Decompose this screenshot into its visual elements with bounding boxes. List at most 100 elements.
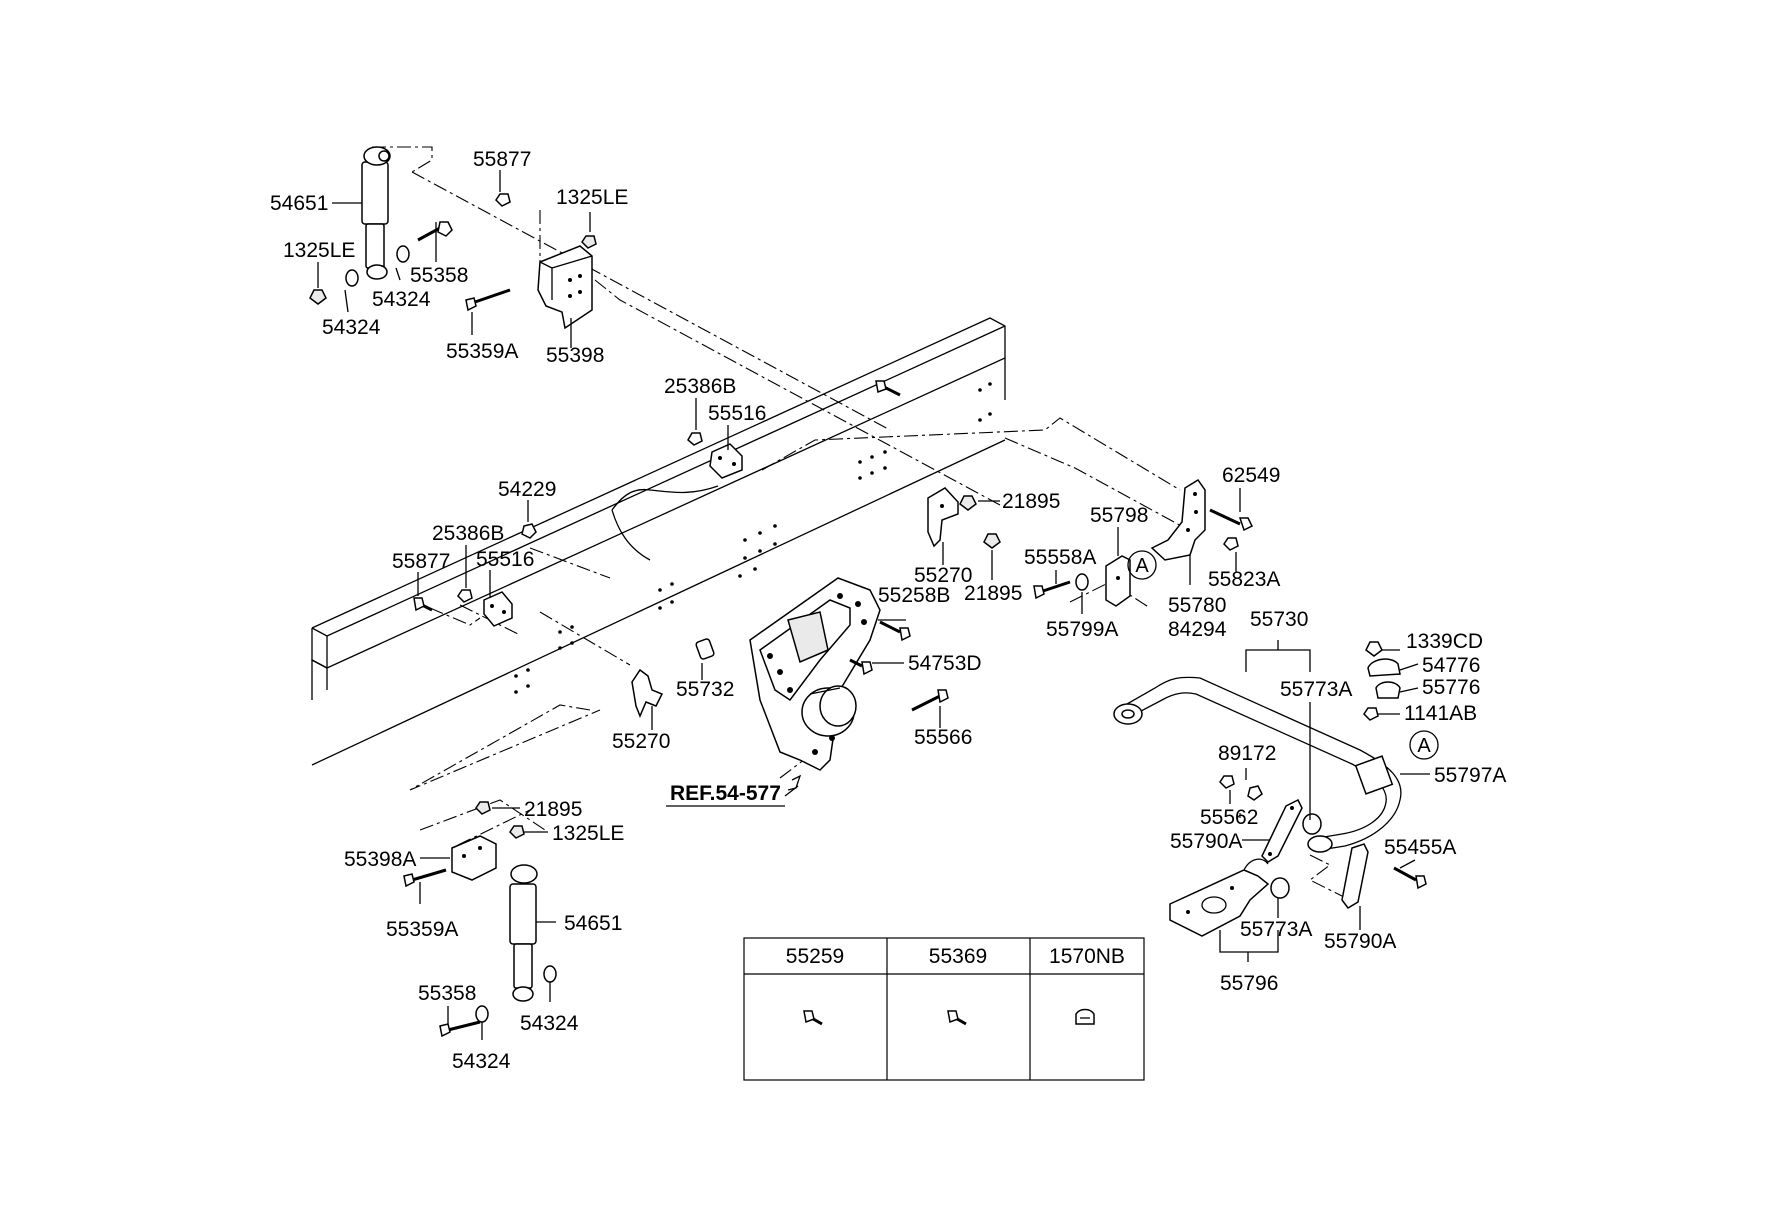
bushing-55732	[695, 638, 715, 660]
frame-rail	[311, 317, 1006, 766]
bracket-55398a	[451, 835, 497, 881]
label-55790a-right: 55790A	[1324, 930, 1396, 953]
nut-1339cd	[1365, 641, 1383, 657]
label-55732: 55732	[676, 678, 734, 701]
bolt-55455a	[1393, 866, 1427, 890]
label-55877-left: 55877	[392, 550, 450, 573]
label-55455a: 55455A	[1384, 836, 1456, 859]
label-55790a-left: 55790A	[1170, 830, 1242, 853]
label-55877-top: 55877	[473, 148, 531, 171]
label-21895-lower: 21895	[524, 798, 582, 821]
label-54324-lower-right: 54324	[520, 1012, 579, 1035]
washers-top	[309, 245, 410, 305]
label-55398: 55398	[546, 344, 604, 367]
nut-1325le-lower	[509, 825, 525, 839]
bolt-55558a	[1033, 580, 1071, 600]
bolt-55359a-lower	[403, 868, 447, 888]
label-55566: 55566	[914, 726, 972, 749]
label-55797a: 55797A	[1434, 764, 1506, 787]
label-55773a-lower: 55773A	[1240, 918, 1312, 941]
nut-1325le-top	[581, 235, 597, 249]
bolt-55358-lower	[439, 1020, 481, 1038]
reference-label: REF.54-577	[670, 782, 781, 805]
label-55258b: 55258B	[878, 584, 950, 607]
label-55270-lower: 55270	[612, 730, 670, 753]
part-labels: 54651 55877 1325LE 1325LE 55358 54324 54…	[270, 148, 1506, 1073]
marker-a-left-text: A	[1135, 555, 1149, 577]
plate-55516-lower	[483, 591, 513, 627]
legend-header-3: 1570NB	[1049, 945, 1125, 968]
label-55776: 55776	[1422, 676, 1480, 699]
label-1141ab: 1141AB	[1404, 702, 1477, 725]
marker-a-right-text: A	[1417, 735, 1431, 757]
label-54753d: 54753D	[908, 652, 982, 675]
bracket-55398-top	[537, 245, 593, 330]
assembly-leader-lines	[372, 146, 1351, 901]
label-25386b-lower: 25386B	[432, 522, 504, 545]
label-55799a: 55799A	[1046, 618, 1118, 641]
spring-hanger-bracket	[749, 577, 881, 771]
label-55359a-lower: 55359A	[386, 918, 458, 941]
nut-21895-upper	[959, 495, 977, 511]
bolt-55358-top	[417, 221, 453, 242]
bolt-1141ab	[1363, 707, 1379, 721]
link-55790a-left	[1261, 798, 1303, 863]
legend-header-1: 55259	[786, 945, 844, 968]
label-55516-lower: 55516	[476, 548, 534, 571]
bolt-25386b-upper	[687, 432, 703, 446]
marker-a-left	[1127, 550, 1157, 580]
nut-54229	[521, 523, 537, 539]
shock-absorber-lower	[509, 864, 538, 1002]
stabilizer-bar-55730	[1113, 676, 1402, 853]
label-54324-lower-left: 54324	[452, 1050, 511, 1073]
label-55730: 55730	[1250, 608, 1308, 631]
label-1325le-lower: 1325LE	[552, 822, 624, 845]
clamp-54776	[1367, 658, 1401, 677]
plate-55516-upper	[709, 443, 743, 479]
bolt-25386b-lower	[457, 589, 473, 603]
nut-55823a	[1223, 537, 1239, 551]
bracket-55780	[1150, 478, 1206, 561]
label-1325le-top-right: 1325LE	[556, 186, 628, 209]
bracket-55270-upper	[927, 487, 959, 548]
bolt-55877-top	[495, 193, 511, 207]
bushing-55773a-upper	[1302, 813, 1322, 835]
label-21895-mid: 21895	[964, 582, 1022, 605]
legend-header-2: 55369	[929, 945, 987, 968]
bolt-55566	[911, 689, 949, 712]
label-54229: 54229	[498, 478, 556, 501]
label-55796: 55796	[1220, 972, 1278, 995]
label-55358-top: 55358	[410, 264, 468, 287]
label-55398a: 55398A	[344, 848, 416, 871]
nut-55562	[1247, 785, 1263, 801]
label-leader-lines	[317, 170, 1430, 1040]
label-84294: 84294	[1168, 618, 1227, 641]
bolt-icon	[803, 1010, 823, 1026]
label-55562: 55562	[1200, 806, 1258, 829]
bracket-55796	[1169, 858, 1270, 937]
clamp-55776	[1375, 681, 1401, 699]
label-54651-lower: 54651	[564, 912, 622, 935]
label-55358-lower: 55358	[418, 982, 476, 1005]
marker-a-right	[1409, 730, 1439, 760]
label-54324-top-right: 54324	[372, 288, 431, 311]
washer-55799a	[1075, 573, 1089, 591]
label-1325le-top-left: 1325LE	[283, 239, 355, 262]
label-54651-top: 54651	[270, 192, 328, 215]
label-21895-upper: 21895	[1002, 490, 1060, 513]
nut-89172	[1219, 775, 1235, 789]
plate-55798	[1105, 555, 1131, 607]
bolt-62549	[1209, 508, 1254, 532]
label-62549: 62549	[1222, 464, 1280, 487]
label-25386b-upper: 25386B	[664, 375, 736, 398]
bolt-icon	[947, 1010, 967, 1026]
bolt-top-frame	[875, 380, 901, 397]
clip-nut-icon	[1075, 1008, 1095, 1025]
bolt-55258b	[879, 620, 911, 642]
frame-holes	[514, 382, 992, 694]
label-55780: 55780	[1168, 594, 1226, 617]
bushing-55773a-lower	[1270, 877, 1290, 899]
legend-table: 55259 55369 1570NB	[743, 937, 1145, 1081]
bracket-55270-lower	[631, 668, 664, 718]
